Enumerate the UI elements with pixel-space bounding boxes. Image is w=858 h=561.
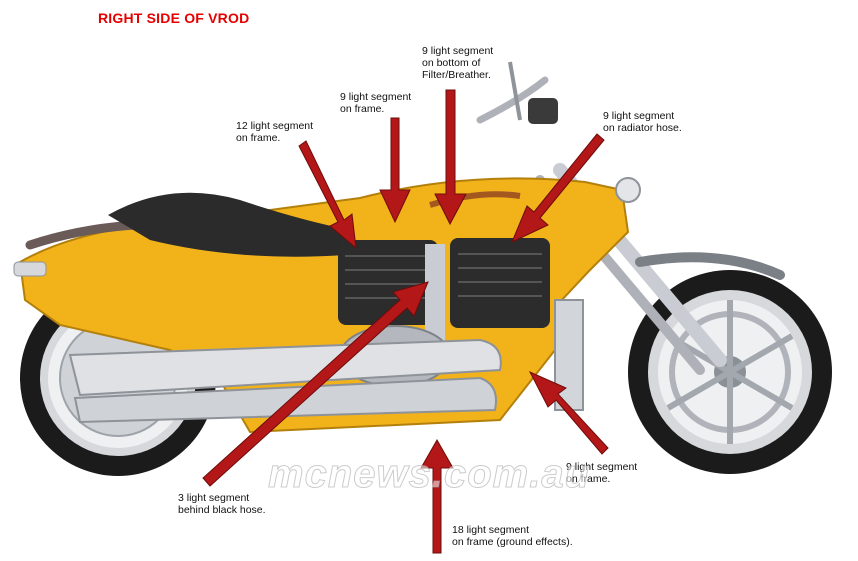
seat <box>108 192 350 257</box>
tail-light <box>13 261 47 277</box>
exhaust-pipes <box>68 338 502 424</box>
label-filter: 9 light segment on bottom of Filter/Brea… <box>422 45 494 81</box>
arrow-frame-9-lower <box>528 370 609 455</box>
arrow-radiator <box>511 133 605 244</box>
label-frame-9-top: 9 light segment on frame. <box>340 91 412 115</box>
page-title: RIGHT SIDE OF VROD <box>98 10 250 26</box>
watermark-text: mcnews.com.au <box>267 452 591 497</box>
headlight <box>615 177 641 203</box>
label-ground: 18 light segment on frame (ground effect… <box>452 524 573 548</box>
label-frame-12: 12 light segment on frame. <box>236 120 314 144</box>
arrow-frame-12-head <box>298 140 357 250</box>
label-frame-9-lower: 9 light segment on frame. <box>566 461 638 485</box>
label-radiator: 9 light segment on radiator hose. <box>603 110 682 134</box>
arrow-ground <box>420 438 454 554</box>
label-black-hose: 3 light segment behind black hose. <box>178 492 266 516</box>
handlebar <box>476 61 558 124</box>
arrow-black-hose <box>202 281 429 487</box>
arrow-frame-9-top <box>379 117 411 224</box>
arrow-filter <box>434 89 467 226</box>
front-wheel <box>628 270 832 474</box>
